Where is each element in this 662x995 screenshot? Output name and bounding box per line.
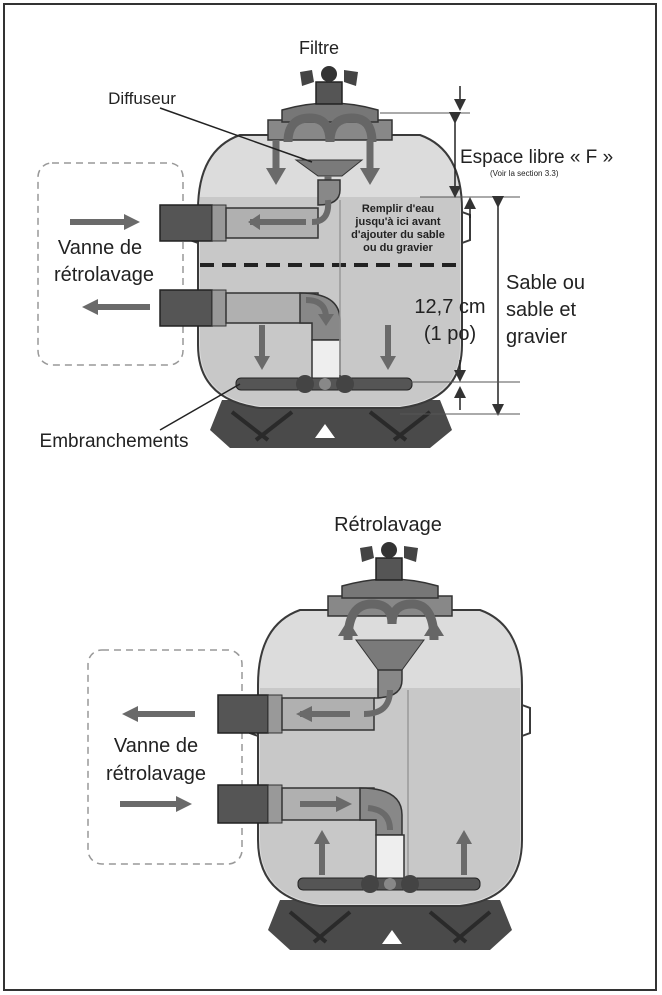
- diffuser-pointer: [159, 107, 313, 163]
- upper-port: [159, 204, 213, 242]
- top-filter-diagram: Filtre Diffuseur Espace libre « F » (Voi…: [37, 38, 613, 452]
- standpipe: [311, 339, 341, 383]
- sand-line2: sable et: [506, 299, 576, 321]
- water-fill-line2: jusqu'à ici avant: [354, 216, 440, 228]
- water-fill-line3: d'ajouter du sable: [351, 229, 445, 241]
- measure-line1: 12,7 cm: [414, 296, 485, 318]
- diagram-frame: [3, 3, 657, 991]
- sand-line1: Sable ou: [506, 272, 585, 294]
- valve-label-line1: Vanne de: [58, 237, 142, 259]
- label-free-space-note: (Voir la section 3.3): [490, 169, 559, 178]
- tank-base: [210, 400, 452, 448]
- water-fill-line4: ou du gravier: [363, 242, 433, 254]
- tank-base-bottom: [268, 900, 512, 950]
- label-laterals: Embranchements: [40, 431, 189, 452]
- sand-line3: gravier: [506, 326, 567, 348]
- laterals-pointer: [159, 383, 241, 431]
- lower-port: [159, 289, 213, 327]
- valve-label-bottom-line1: Vanne de: [114, 735, 198, 757]
- title-backwash: Rétrolavage: [334, 514, 442, 536]
- valve-label-bottom-line2: rétrolavage: [106, 763, 206, 785]
- water-fill-line1: Remplir d'eau: [362, 203, 434, 215]
- label-free-space: Espace libre « F »: [460, 147, 613, 168]
- measure-line2: (1 po): [424, 323, 476, 345]
- valve-dashed-box-bottom: [87, 649, 243, 865]
- valve-label-line2: rétrolavage: [54, 264, 154, 286]
- bottom-backwash-diagram: Rétrolavage Vanne de rétrolavage: [87, 514, 531, 950]
- title-filtre: Filtre: [299, 38, 339, 58]
- label-diffuser: Diffuseur: [108, 89, 176, 108]
